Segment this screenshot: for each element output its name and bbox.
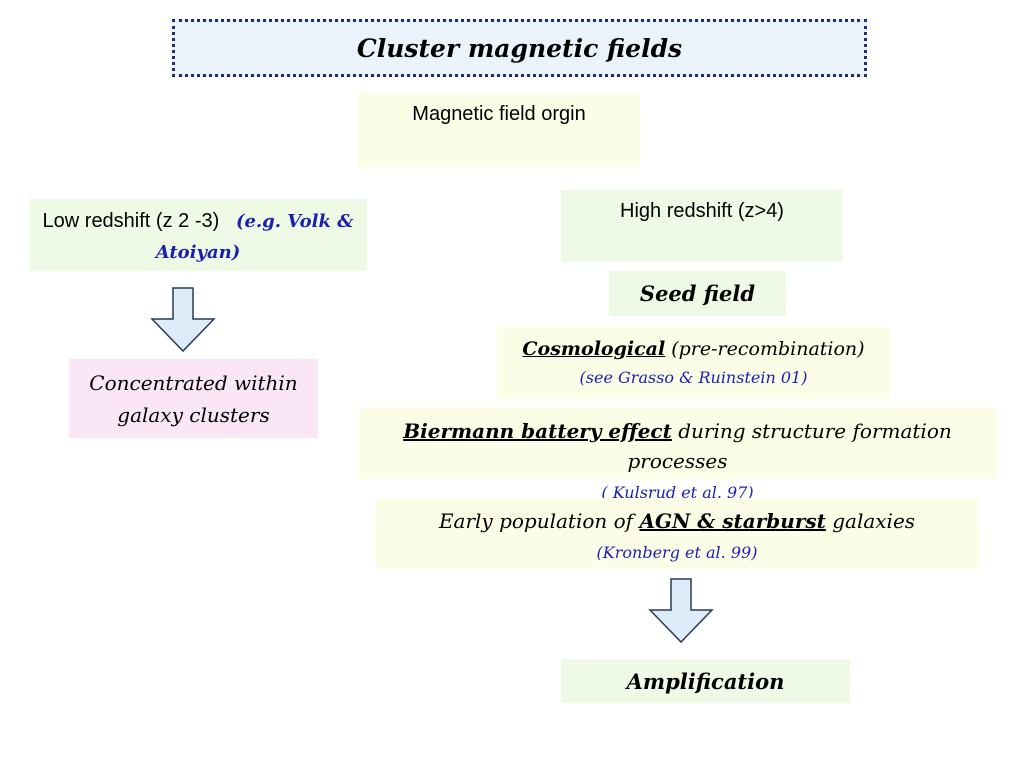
- seed-field-box: Seed field: [609, 271, 786, 316]
- early-suffix: galaxies: [825, 509, 916, 533]
- cosmological-text: (pre-recombination): [665, 338, 865, 360]
- concentrated-line1: Concentrated within: [89, 371, 298, 395]
- down-arrow-right: [648, 578, 714, 644]
- early-citation: (Kronberg et al. 99): [596, 543, 758, 562]
- concentrated-box: Concentrated within galaxy clusters: [69, 359, 318, 438]
- low-redshift-reference: (e.g. Volk & Atoiyan): [155, 211, 354, 263]
- title-box: Cluster magnetic fields: [172, 19, 867, 77]
- cosmological-citation: (see Grasso & Ruinstein 01): [579, 368, 808, 387]
- origin-label: Magnetic field orgin: [412, 103, 586, 125]
- biermann-keyword: Biermann battery effect: [403, 419, 672, 443]
- cosmological-keyword: Cosmological: [522, 338, 666, 360]
- early-population-box: Early population of AGN & starburst gala…: [375, 498, 979, 569]
- concentrated-line2: galaxy clusters: [117, 403, 270, 427]
- origin-box: Magnetic field orgin: [358, 93, 640, 167]
- down-arrow-left: [150, 287, 216, 353]
- seed-field-label: Seed field: [639, 281, 756, 306]
- high-redshift-label: High redshift (z>4): [620, 200, 784, 222]
- biermann-citation: ( Kulsrud et al. 97): [601, 483, 754, 502]
- amplification-box: Amplification: [561, 659, 850, 703]
- biermann-box: Biermann battery effect during structure…: [359, 408, 996, 502]
- amplification-label: Amplification: [626, 668, 785, 694]
- low-redshift-box: Low redshift (z 2 -3) (e.g. Volk & Atoiy…: [29, 199, 367, 271]
- high-redshift-box: High redshift (z>4): [561, 190, 843, 262]
- slide-title: Cluster magnetic fields: [356, 33, 683, 63]
- biermann-text: during structure formation processes: [627, 419, 952, 473]
- early-prefix: Early population of: [438, 509, 640, 533]
- low-redshift-label: Low redshift (z 2 -3): [42, 210, 220, 232]
- cosmological-box: Cosmological (pre-recombination) (see Gr…: [497, 327, 890, 399]
- early-keyword: AGN & starburst: [639, 509, 826, 533]
